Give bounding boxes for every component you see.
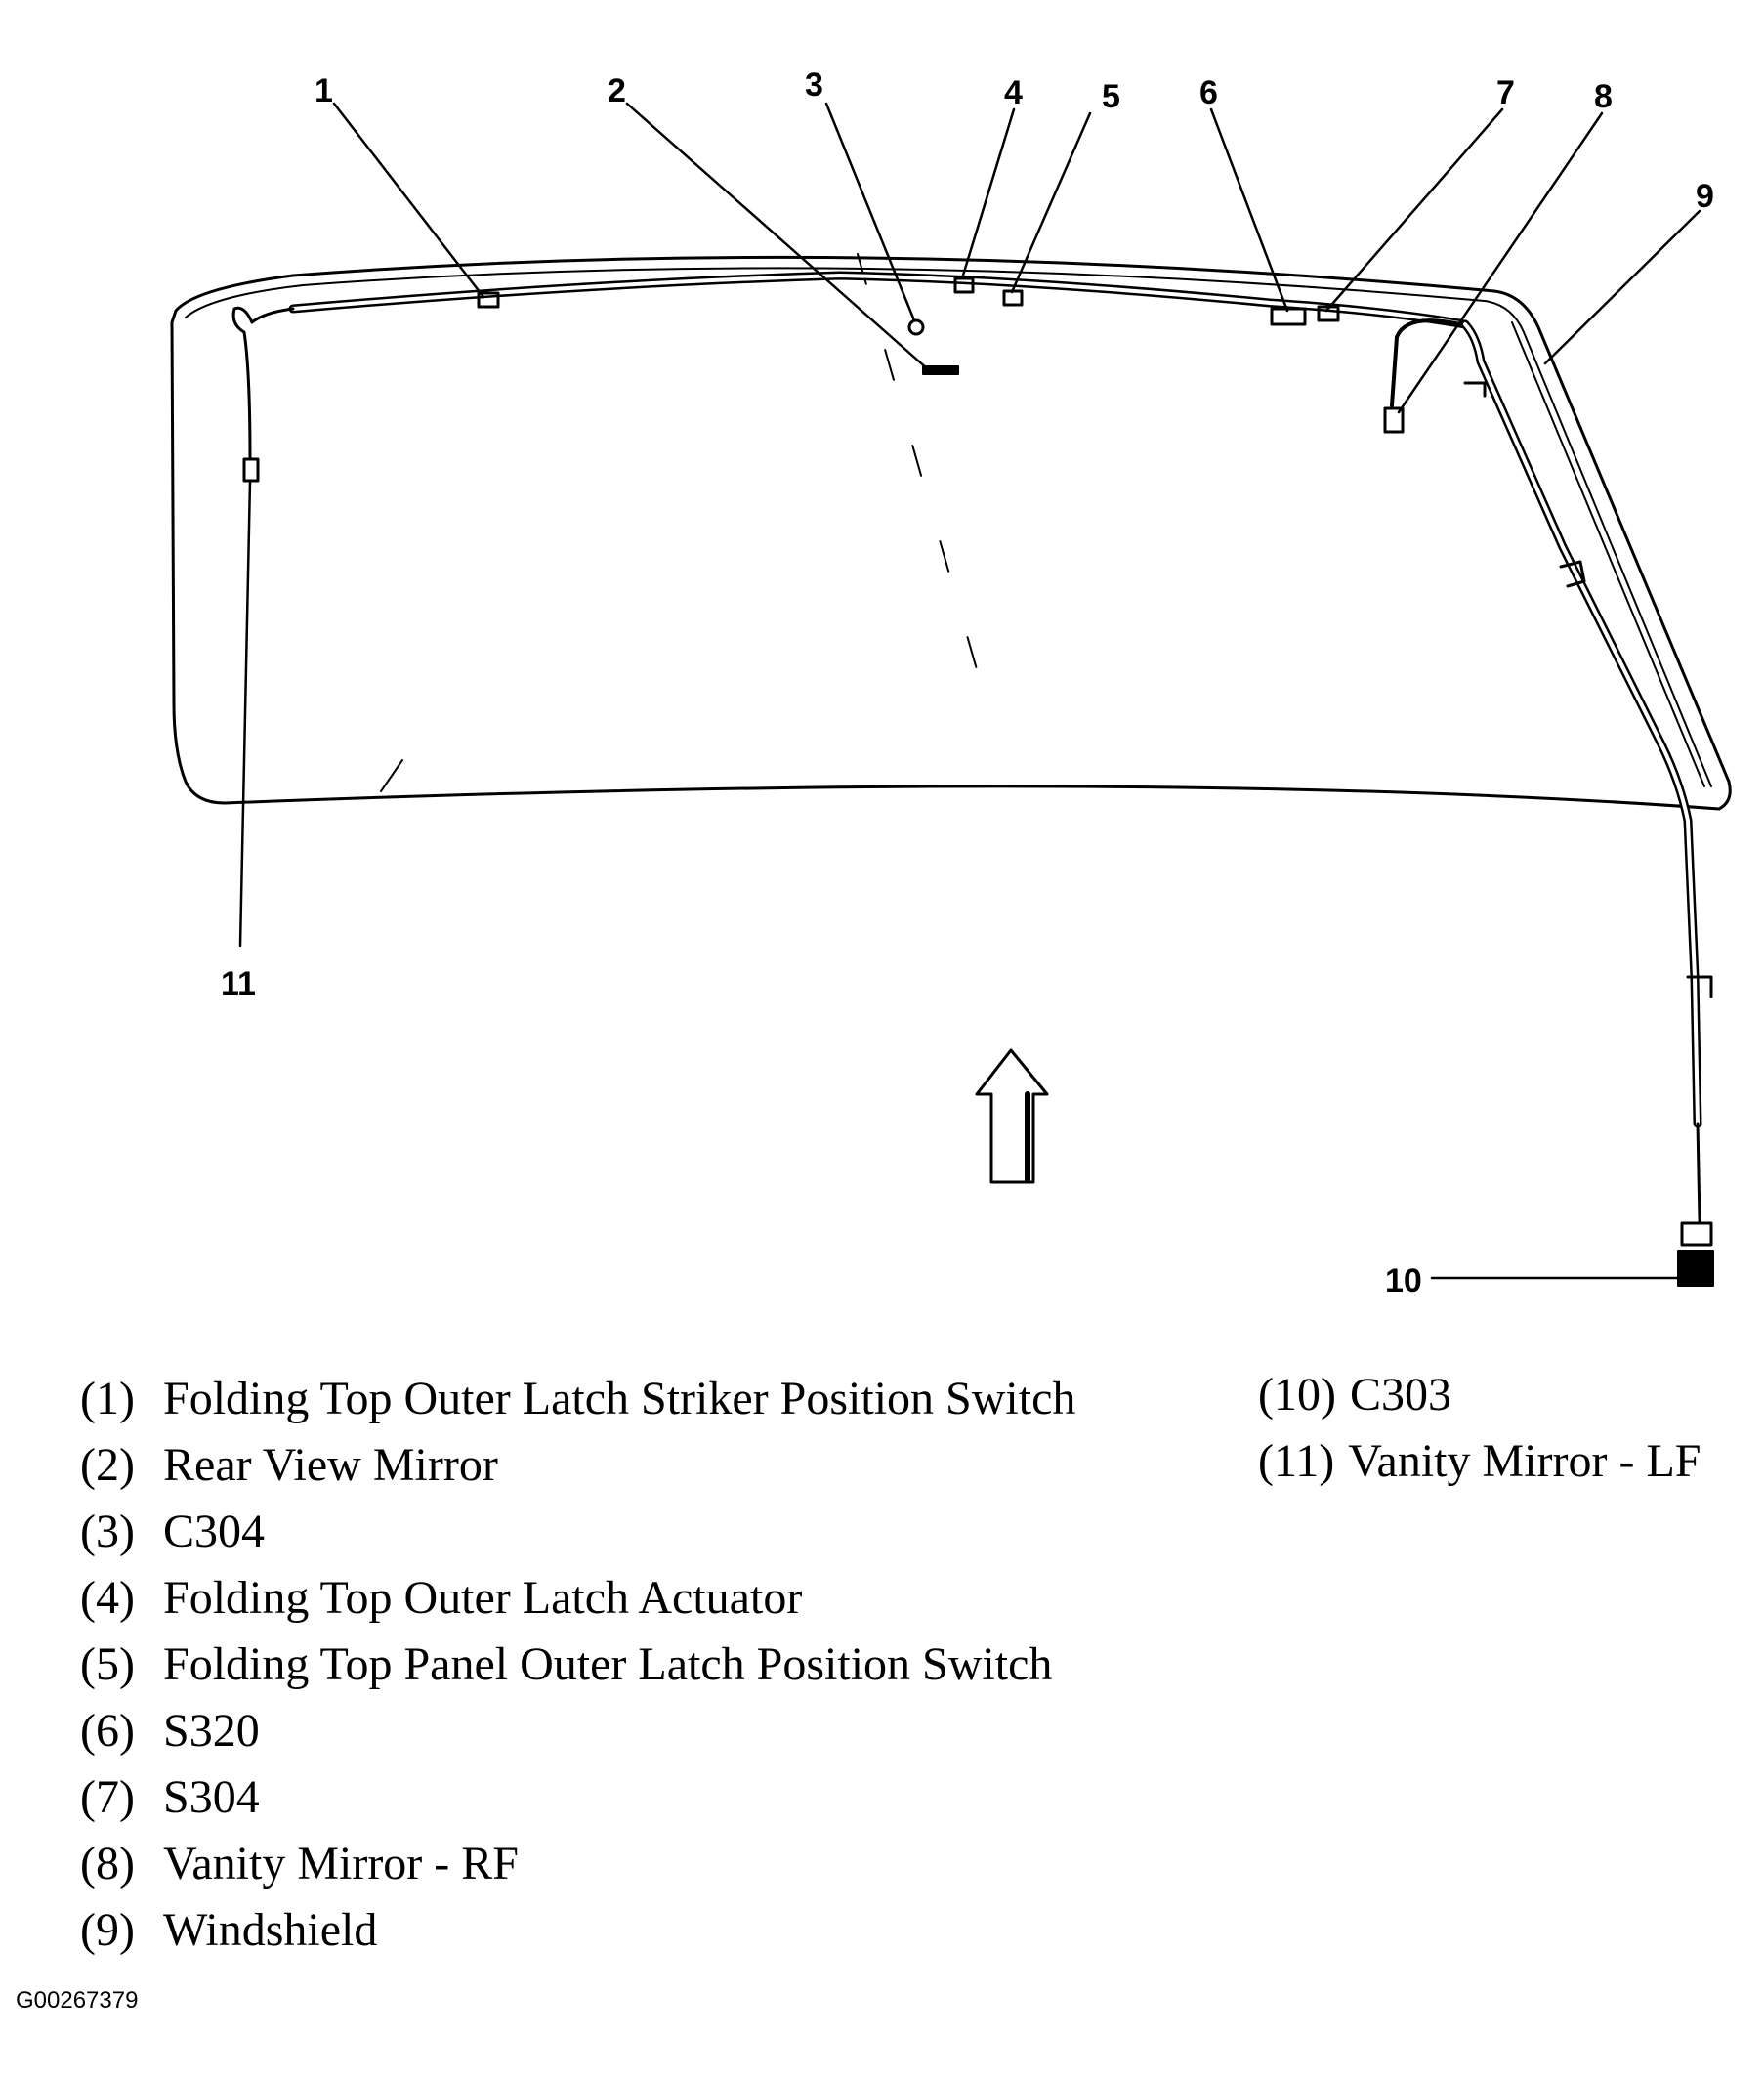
legend-item: (4) Folding Top Outer Latch Actuator (80, 1565, 1075, 1632)
callout-5: 5 (1102, 78, 1120, 115)
leader-8 (1397, 111, 1604, 414)
callout-8: 8 (1594, 78, 1613, 115)
rf-vanity-branch (1390, 318, 1462, 407)
legend-number: (1) (80, 1373, 135, 1424)
legend-number: (5) (80, 1638, 135, 1690)
legend-number: (11) (1258, 1435, 1335, 1487)
vanity-mirror-lf-connector (242, 457, 260, 483)
callout-10: 10 (1385, 1262, 1422, 1299)
latch-striker-switch-connector (477, 291, 500, 309)
windshield-right-edge (1511, 321, 1705, 787)
leader-5 (1010, 111, 1092, 294)
legend-item: (1) Folding Top Outer Latch Striker Posit… (80, 1366, 1075, 1432)
legend-label: Windshield (163, 1904, 378, 1956)
callout-6: 6 (1199, 74, 1218, 111)
left-harness (231, 306, 295, 461)
leader-1 (332, 102, 485, 299)
top-harness (288, 271, 1470, 329)
latch-actuator-connector (953, 276, 975, 294)
legend-item: (3) C304 (80, 1499, 1075, 1565)
legend-number: (4) (80, 1572, 135, 1624)
harness-clip (1686, 975, 1713, 998)
legend-number: (6) (80, 1705, 135, 1757)
legend-number: (10) (1258, 1369, 1336, 1421)
legend-label: Vanity Mirror - RF (163, 1838, 519, 1889)
legend-item: (9) Windshield (80, 1897, 1075, 1964)
glass-mark (380, 759, 403, 792)
right-harness (1460, 319, 1702, 1128)
leader-3 (824, 102, 916, 322)
leader-9 (1543, 209, 1701, 365)
legend-label: Folding Top Outer Latch Striker Position… (163, 1373, 1076, 1424)
rear-view-mirror (922, 365, 959, 375)
leader-11 (238, 479, 252, 948)
legend-item: (11)Vanity Mirror - LF (1258, 1428, 1701, 1495)
callout-3: 3 (805, 66, 823, 104)
legend-number: (2) (80, 1439, 135, 1491)
leader-7 (1324, 107, 1504, 313)
legend-number: (7) (80, 1771, 135, 1823)
leader-4 (960, 107, 1016, 280)
leader-2 (625, 102, 930, 371)
legend-label: S320 (163, 1705, 260, 1757)
windshield-harness-diagram: 1 2 3 4 5 6 7 8 9 10 11 (170, 66, 1732, 1299)
figure-id: G00267379 (16, 1987, 139, 2014)
legend-label: Vanity Mirror - LF (1348, 1435, 1701, 1487)
vanity-mirror-rf-connector (1383, 406, 1405, 434)
harness-clip (1463, 381, 1487, 398)
callout-4: 4 (1004, 74, 1023, 111)
legend-label: S304 (163, 1771, 260, 1823)
callout-9: 9 (1696, 178, 1714, 215)
callout-1: 1 (315, 72, 333, 109)
legend-item: (10)C303 (1258, 1362, 1701, 1428)
legend-item: (8) Vanity Mirror - RF (80, 1831, 1075, 1897)
windshield-inner-edge (185, 267, 1712, 787)
leader-6 (1209, 107, 1289, 313)
legend-number: (8) (80, 1838, 135, 1889)
legend-right: (10)C303 (11)Vanity Mirror - LF (1258, 1362, 1701, 1495)
harness-clip (1559, 560, 1586, 588)
view-arrow (975, 1048, 1049, 1184)
legend-number: (9) (80, 1904, 135, 1956)
legend-number: (3) (80, 1506, 135, 1557)
legend-left: (1) Folding Top Outer Latch Striker Posit… (80, 1366, 1075, 1964)
callout-11: 11 (221, 965, 256, 1002)
windshield-outline (170, 255, 1732, 811)
callout-7: 7 (1496, 74, 1515, 111)
legend-label: Folding Top Outer Latch Actuator (163, 1572, 803, 1624)
legend-label: Folding Top Panel Outer Latch Position S… (163, 1638, 1053, 1690)
callout-2: 2 (608, 72, 626, 109)
s320-splice (1270, 307, 1307, 326)
legend-item: (7) S304 (80, 1764, 1075, 1831)
legend-item: (6) S320 (80, 1698, 1075, 1764)
legend-label: C303 (1349, 1369, 1451, 1421)
legend-item: (2) Rear View Mirror (80, 1432, 1075, 1499)
legend-label: C304 (163, 1506, 266, 1557)
legend-item: (5) Folding Top Panel Outer Latch Positio… (80, 1632, 1075, 1698)
panel-latch-switch-connector (1002, 289, 1024, 307)
c303-connector (1680, 1221, 1713, 1247)
legend-label: Rear View Mirror (163, 1439, 498, 1491)
c304-connector (907, 318, 925, 336)
